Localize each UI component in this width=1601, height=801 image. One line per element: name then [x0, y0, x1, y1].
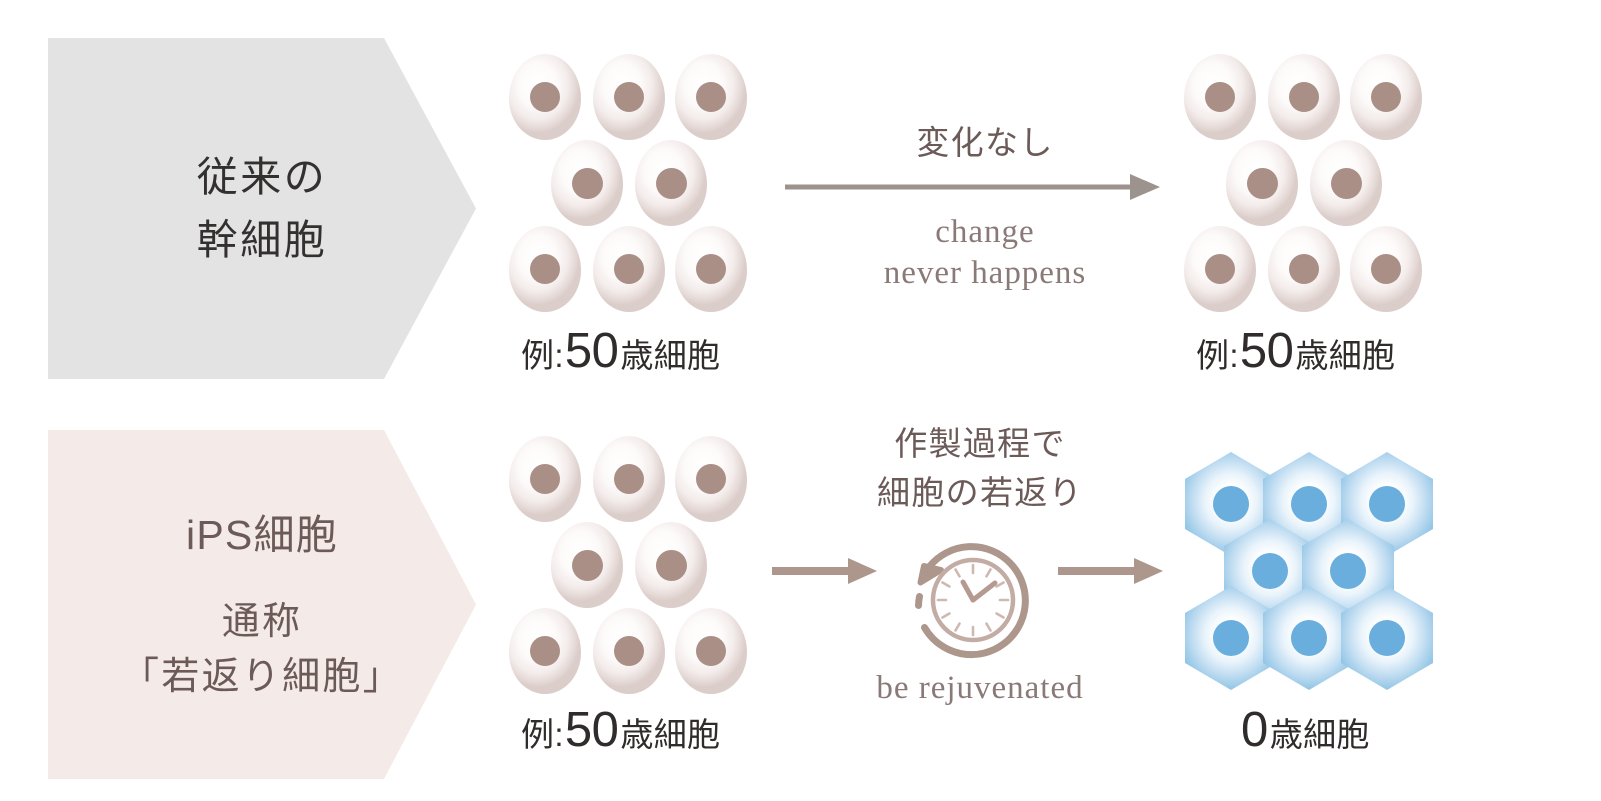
age-label-value: 50: [1239, 324, 1294, 378]
cell-icon: [593, 608, 665, 694]
cell-icon: [551, 140, 623, 226]
cell-icon: [509, 608, 581, 694]
age-label-value: 0: [1241, 703, 1268, 757]
cell-icon: [675, 608, 747, 694]
cell-icon: [593, 226, 665, 312]
age-label-source-top: 例: 50 歳細胞: [521, 327, 720, 376]
cell-icon: [1268, 226, 1340, 312]
cell-icon: [1268, 54, 1340, 140]
age-label-source-bottom: 例: 50 歳細胞: [521, 706, 720, 755]
cell-cluster-source-bottom: [505, 432, 747, 694]
cell-icon: [593, 436, 665, 522]
age-label-suffix: 歳細胞: [620, 716, 721, 753]
cell-cluster-icon: [505, 432, 747, 694]
cell-icon: [1184, 226, 1256, 312]
arrow-right-icon: [1058, 558, 1163, 584]
cell-cluster-source-top: [505, 50, 747, 312]
age-label-result-top: 例: 50 歳細胞: [1196, 327, 1395, 376]
banner-ips-cell: iPS細胞 通称 「若返り細胞」: [48, 430, 476, 779]
age-label-prefix: 例:: [1196, 337, 1239, 374]
cell-icon: [635, 522, 707, 608]
banner-ips-text: iPS細胞 通称 「若返り細胞」: [94, 504, 430, 705]
age-label-value: 50: [564, 324, 619, 378]
label-no-change-jp: 変化なし: [916, 124, 1054, 161]
age-label-prefix: 例:: [521, 337, 564, 374]
cell-icon: [1310, 140, 1382, 226]
age-label-suffix: 歳細胞: [1295, 337, 1396, 374]
age-label-prefix: 例:: [521, 716, 564, 753]
cell-icon: [509, 54, 581, 140]
cell-icon: [635, 140, 707, 226]
banner-ips-line-2: 通称: [221, 600, 303, 643]
cell-icon: [509, 226, 581, 312]
hex-cluster-result-bottom: [1185, 452, 1433, 690]
cell-cluster-result-top: [1180, 50, 1422, 312]
label-rejuvenation-jp: 作製過程で 細胞の若返り: [775, 420, 1185, 518]
en-line-2: never happens: [883, 255, 1087, 292]
jp-line-2: 細胞の若返り: [877, 473, 1083, 511]
banner-ips-line-1: iPS細胞: [186, 512, 338, 559]
age-label-value: 50: [564, 703, 619, 757]
label-be-rejuvenated: be rejuvenated: [876, 670, 1084, 706]
age-label-suffix: 歳細胞: [620, 337, 721, 374]
en-line-1: change: [935, 214, 1035, 250]
banner-ips-line-3: 「若返り細胞」: [121, 655, 403, 698]
cell-icon: [593, 54, 665, 140]
hexagon-cell-cluster-icon: [1185, 452, 1433, 690]
cell-icon: [675, 436, 747, 522]
age-label-result-bottom: 0 歳細胞: [1240, 706, 1370, 755]
cell-cluster-icon: [505, 50, 747, 312]
label-change-never-happens: change never happens: [790, 212, 1180, 295]
banner-conventional-line-1: 従来の: [196, 154, 328, 201]
cell-cluster-icon: [1180, 50, 1422, 312]
cell-icon: [551, 522, 623, 608]
cell-icon: [1350, 54, 1422, 140]
cell-icon: [675, 54, 747, 140]
cell-icon: [1350, 226, 1422, 312]
jp-line-1: 作製過程で: [894, 425, 1066, 462]
age-label-suffix: 歳細胞: [1269, 716, 1370, 753]
banner-conventional-text: 従来の 幹細胞: [94, 146, 430, 271]
cell-icon: [675, 226, 747, 312]
arrow-right-icon: [785, 174, 1160, 200]
clock-rewind-icon: [915, 543, 1029, 659]
banner-conventional-line-2: 幹細胞: [196, 216, 328, 263]
cell-icon: [509, 436, 581, 522]
banner-conventional-stem-cell: 従来の 幹細胞: [48, 38, 476, 379]
cell-icon: [1226, 140, 1298, 226]
cell-icon: [1184, 54, 1256, 140]
arrow-right-icon: [772, 558, 877, 584]
